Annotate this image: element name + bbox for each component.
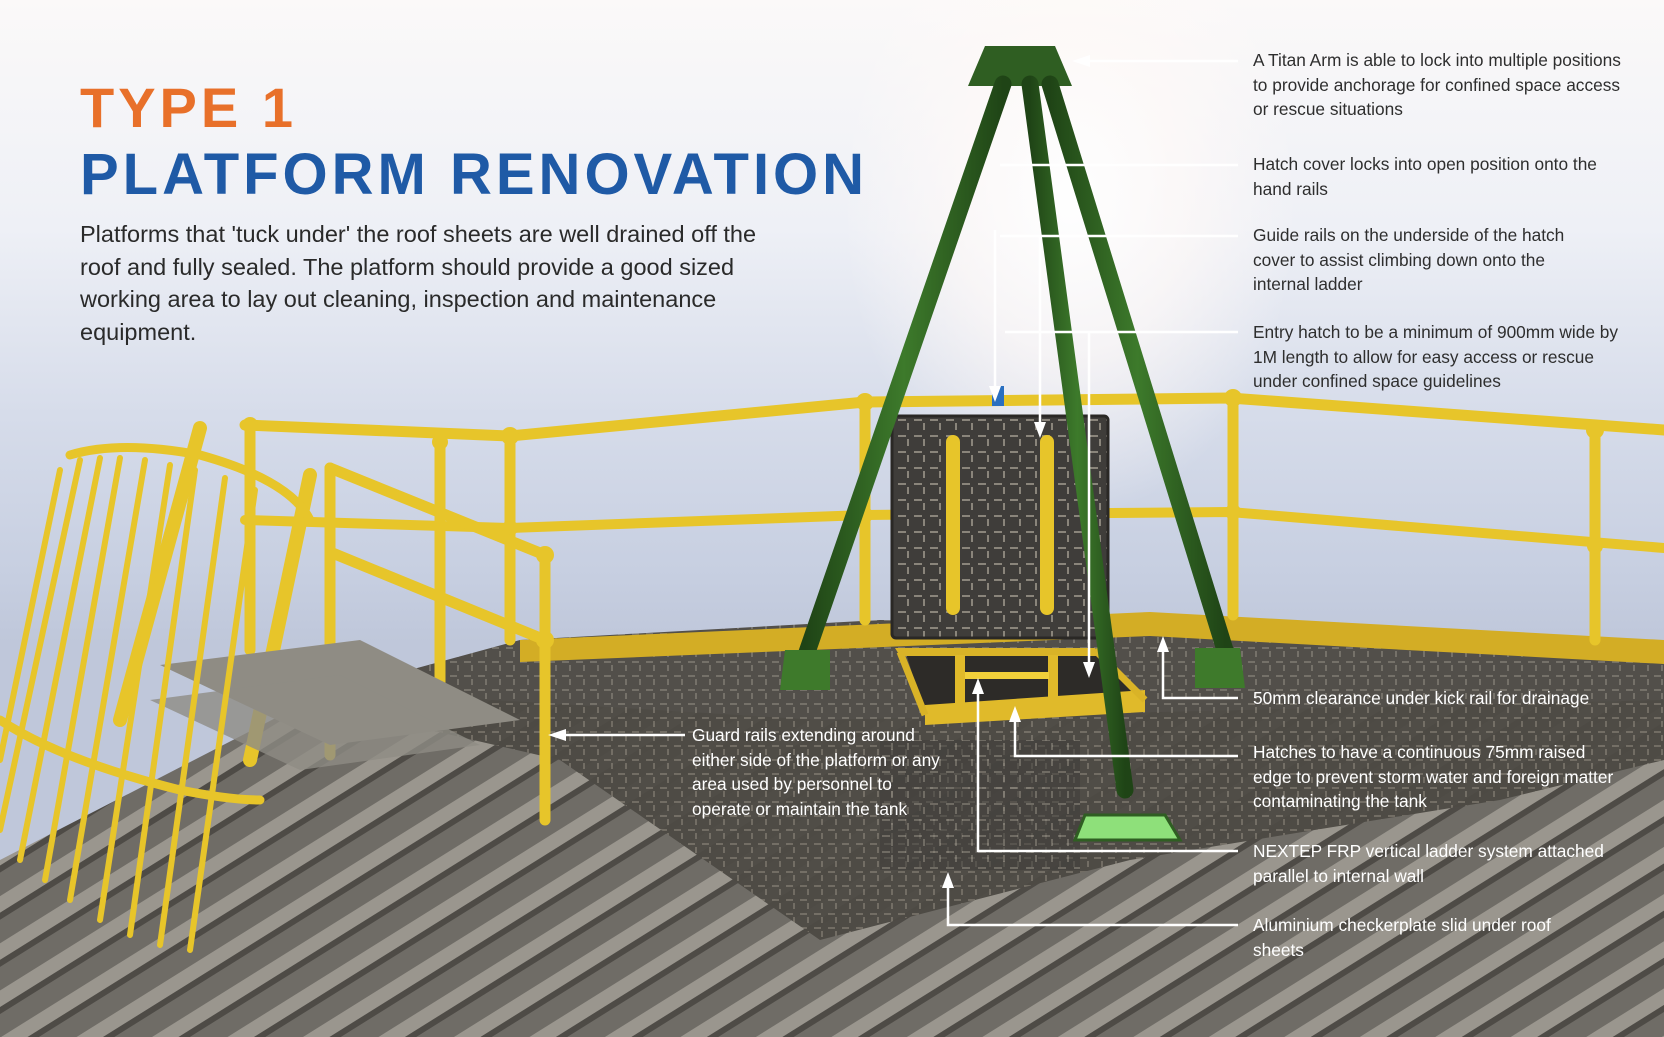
callout-kick-rail-clearance: 50mm clearance under kick rail for drain…	[1253, 688, 1590, 708]
stair-treads	[150, 640, 520, 770]
callout-raised-edge: Hatches to have a continuous 75mm raised…	[1253, 742, 1614, 811]
callout-entry-hatch-size: Entry hatch to be a minimum of 900mm wid…	[1253, 322, 1618, 391]
intro-paragraph: Platforms that 'tuck under' the roof she…	[80, 221, 757, 345]
type-label: TYPE 1	[80, 76, 297, 139]
headline: TYPE 1 PLATFORM RENOVATION	[80, 78, 868, 208]
callout-guard-rails: Guard rails extending around either side…	[692, 725, 940, 819]
callout-guide-rails: Guide rails on the underside of the hatc…	[1253, 225, 1565, 294]
callout-titan-arm: A Titan Arm is able to lock into multipl…	[1253, 50, 1621, 119]
callout-arrowheads	[548, 55, 1169, 888]
callout-leader-lines	[560, 59, 1238, 927]
callout-hatch-cover-lock: Hatch cover locks into open position ont…	[1253, 154, 1597, 199]
tripod-titan-arm	[780, 46, 1245, 842]
page-title: PLATFORM RENOVATION	[80, 142, 869, 207]
checkerplate-strip	[880, 740, 1080, 870]
callout-checkerplate: Aluminium checkerplate slid under roof s…	[1253, 915, 1551, 960]
ladder-cage	[0, 443, 315, 953]
callout-ladder-system: NEXTEP FRP vertical ladder system attach…	[1253, 841, 1604, 886]
